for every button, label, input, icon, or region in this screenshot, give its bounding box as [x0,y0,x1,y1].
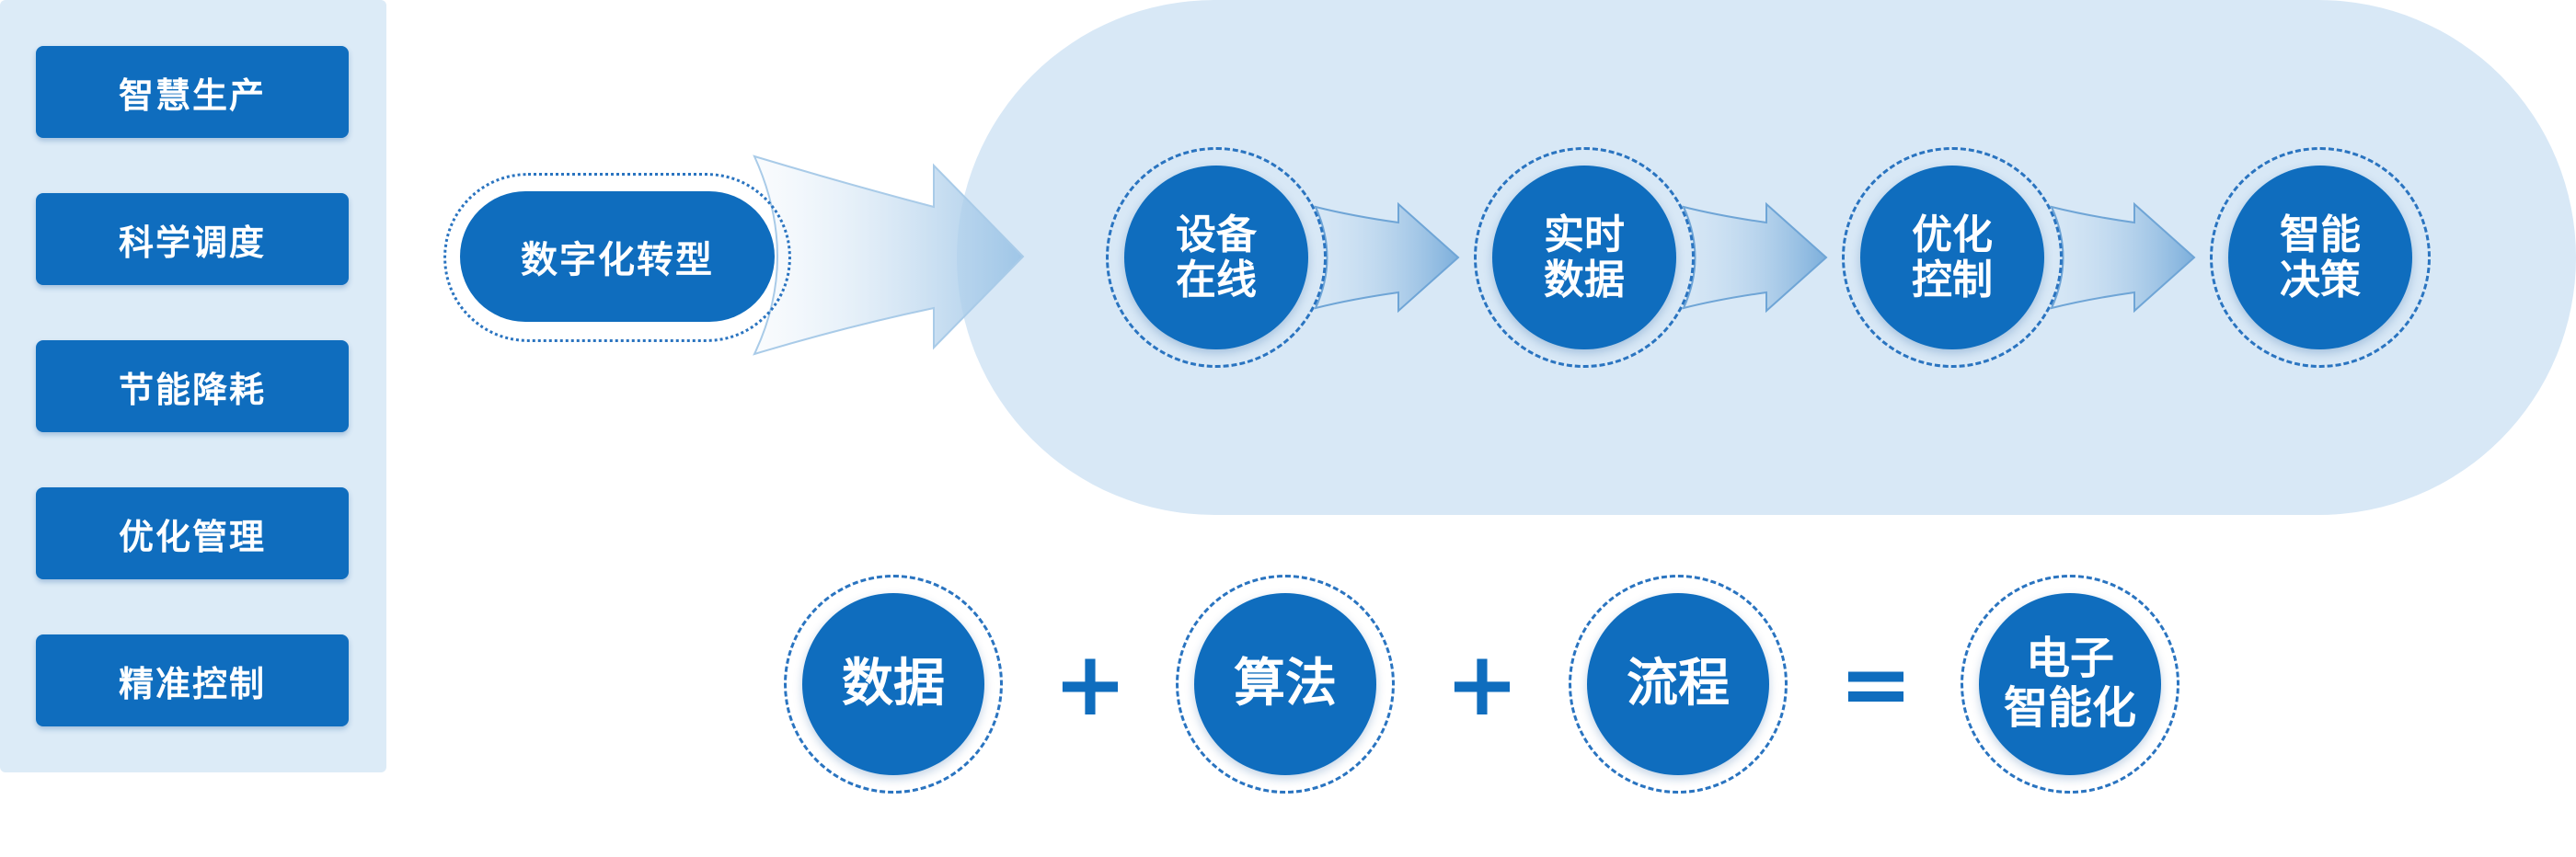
term-ring [1961,575,2179,794]
term-data: 数据 [802,593,984,775]
term-label: 算法 [1234,653,1337,714]
step-label-line1: 实时 [1544,211,1625,258]
step-ring [1842,147,2063,368]
step-ring [2210,147,2431,368]
sidebar-item-smart-production: 智慧生产 [36,46,349,138]
term-label: 数据 [842,653,945,714]
step-ring [1106,147,1327,368]
step-label-line2: 数据 [1544,257,1625,303]
term-ring [1176,575,1395,794]
step-label-line1: 优化 [1912,211,1993,258]
step-ring [1474,147,1695,368]
plus-operator: + [1444,633,1520,736]
step-realtime-data: 实时 数据 [1492,166,1676,349]
step-label-line2: 控制 [1912,257,1993,303]
step-label-line1: 智能 [2280,211,2361,258]
plus-operator: + [1052,633,1128,736]
sidebar-panel: 智慧生产 科学调度 节能降耗 优化管理 精准控制 [0,0,386,772]
term-label-line2: 智能化 [2003,682,2136,734]
term-process: 流程 [1587,593,1769,775]
sidebar-item-precise-control: 精准控制 [36,634,349,726]
term-ring [1569,575,1788,794]
sidebar-item-scientific-scheduling: 科学调度 [36,193,349,285]
step-intelligent-decision: 智能 决策 [2228,166,2412,349]
step-label-line2: 在线 [1176,257,1257,303]
term-ring [784,575,1003,794]
step-label-line2: 决策 [2280,257,2361,303]
transformation-ring [443,173,791,342]
term-electronic-intelligence: 电子 智能化 [1979,593,2161,775]
step-optimized-control: 优化 控制 [1860,166,2044,349]
sidebar-item-optimized-management: 优化管理 [36,487,349,579]
term-label-line1: 电子 [2025,633,2114,685]
term-label: 流程 [1627,653,1730,714]
equals-operator: = [1838,633,1914,736]
step-label-line1: 设备 [1176,211,1257,258]
sidebar-item-energy-saving: 节能降耗 [36,340,349,432]
term-algorithm: 算法 [1194,593,1376,775]
step-device-online: 设备 在线 [1124,166,1308,349]
transformation-pill: 数字化转型 [460,191,775,322]
